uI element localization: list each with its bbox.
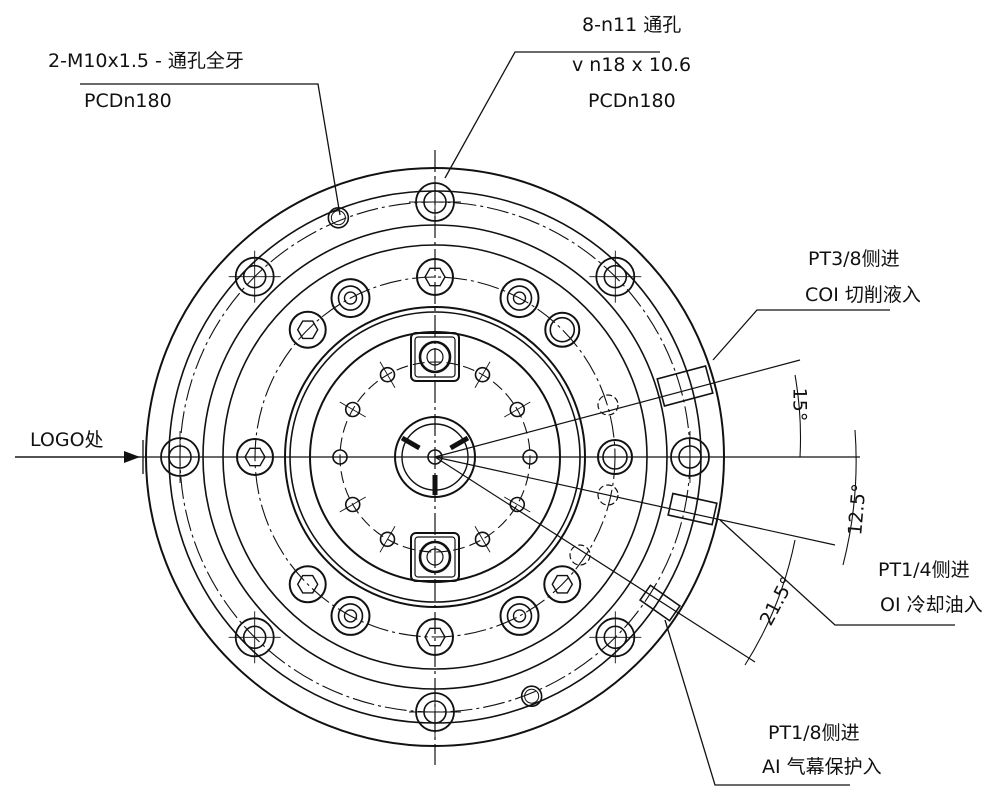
thread-circle — [330, 210, 346, 226]
angle-15-label: 15° — [788, 387, 811, 422]
oil-leader — [719, 519, 955, 626]
plug-inner — [549, 316, 576, 343]
hex-socket-icon — [296, 320, 319, 340]
small-hole — [379, 366, 396, 383]
hex-socket-icon — [244, 447, 266, 467]
key-screw — [418, 340, 452, 374]
oil-inlet-name-label: OI 冷却油入 — [880, 594, 983, 616]
air-port-axis — [434, 456, 756, 663]
small-hole-centerline — [379, 526, 396, 553]
small-hole-centerline — [339, 496, 366, 513]
adjust-screw-inner — [343, 291, 358, 305]
through-hole-leader — [444, 51, 660, 179]
angle-15-dim — [794, 374, 802, 458]
adjust-screw-mid — [506, 603, 533, 629]
angle-12-5-label: 12.5° — [844, 482, 871, 537]
adjust-screw-outer — [330, 278, 371, 319]
oil-passage — [597, 484, 619, 506]
tapped-holes-pcd-label: PCDn180 — [84, 90, 172, 112]
socket-head-bolt — [288, 565, 327, 604]
air-inlet-name-label: AI 气幕保护入 — [762, 756, 882, 778]
logo-arrow-icon — [124, 451, 140, 463]
socket-head-bolt — [416, 258, 454, 296]
adjust-screw-mid — [337, 603, 364, 629]
small-hole — [509, 401, 526, 418]
small-hole-centerline — [339, 401, 366, 418]
coolant-inlet-thread-label: PT3/8侧进 — [808, 248, 900, 270]
hub-spoke — [400, 435, 421, 451]
socket-head-bolt — [543, 565, 582, 604]
adjust-screw-outer — [499, 595, 540, 636]
socket-head-bolt — [236, 438, 274, 476]
angle-21-5-dim — [744, 539, 796, 666]
air-inlet-thread-label: PT1/8侧进 — [768, 722, 860, 744]
small-hole — [474, 366, 491, 383]
oil-port-axis — [434, 456, 836, 546]
small-hole-centerline — [504, 496, 531, 513]
key-block-inner — [414, 536, 456, 578]
small-hole — [344, 496, 361, 513]
small-hole-centerline — [504, 401, 531, 418]
key-screw-head — [426, 348, 444, 366]
socket-head-bolt — [288, 310, 327, 349]
socket-head-bolt — [416, 618, 454, 656]
adjust-screw-mid — [337, 285, 364, 311]
tapped-hole-leader — [80, 83, 341, 216]
thread-circle — [524, 688, 540, 704]
oil-inlet-thread-label: PT1/4侧进 — [878, 559, 970, 581]
air-leader — [664, 619, 850, 786]
hub-spoke — [449, 435, 470, 451]
plug-inner — [602, 444, 628, 470]
coolant-inlet-name-label: COI 切削液入 — [805, 284, 921, 306]
coolant-fitting — [656, 365, 714, 407]
adjust-screw-outer — [499, 278, 540, 319]
key-screw-head — [426, 548, 444, 566]
small-hole — [344, 401, 361, 418]
tapped-holes-label: 2-M10x1.5 - 通孔全牙 — [48, 50, 244, 72]
key-block — [410, 532, 460, 582]
through-holes-label: 8-n11 通孔 — [582, 14, 682, 36]
key-screw — [418, 540, 452, 574]
adjust-screw-inner — [512, 291, 527, 305]
small-hole — [509, 496, 526, 513]
small-hole — [474, 531, 491, 548]
hex-socket-icon — [424, 627, 446, 647]
air-passage — [569, 544, 591, 566]
angle-12-5-dim — [842, 429, 857, 566]
key-block — [410, 332, 460, 382]
counterbore-label: v n18 x 10.6 — [572, 54, 692, 76]
air-fitting — [638, 584, 682, 622]
hex-socket-icon — [296, 574, 319, 594]
plug-outer — [597, 439, 633, 475]
small-hole-centerline — [379, 361, 396, 388]
hex-socket-icon — [424, 267, 446, 287]
small-hole-centerline — [474, 361, 491, 388]
adjust-screw-outer — [330, 595, 371, 636]
logo-position-label: LOGO处 — [30, 429, 104, 451]
adjust-screw-inner — [512, 609, 527, 623]
hex-socket-icon — [551, 574, 574, 594]
through-holes-pcd-label: PCDn180 — [588, 90, 676, 112]
coolant-passage — [597, 394, 619, 416]
small-hole — [379, 531, 396, 548]
plug-outer — [544, 311, 581, 348]
adjust-screw-inner — [343, 609, 358, 623]
oil-fitting — [667, 492, 718, 526]
adjust-screw-mid — [506, 285, 533, 311]
key-block-inner — [414, 336, 456, 378]
coolant-leader — [712, 309, 890, 361]
tapped-hole — [520, 685, 543, 708]
small-hole-centerline — [474, 526, 491, 553]
